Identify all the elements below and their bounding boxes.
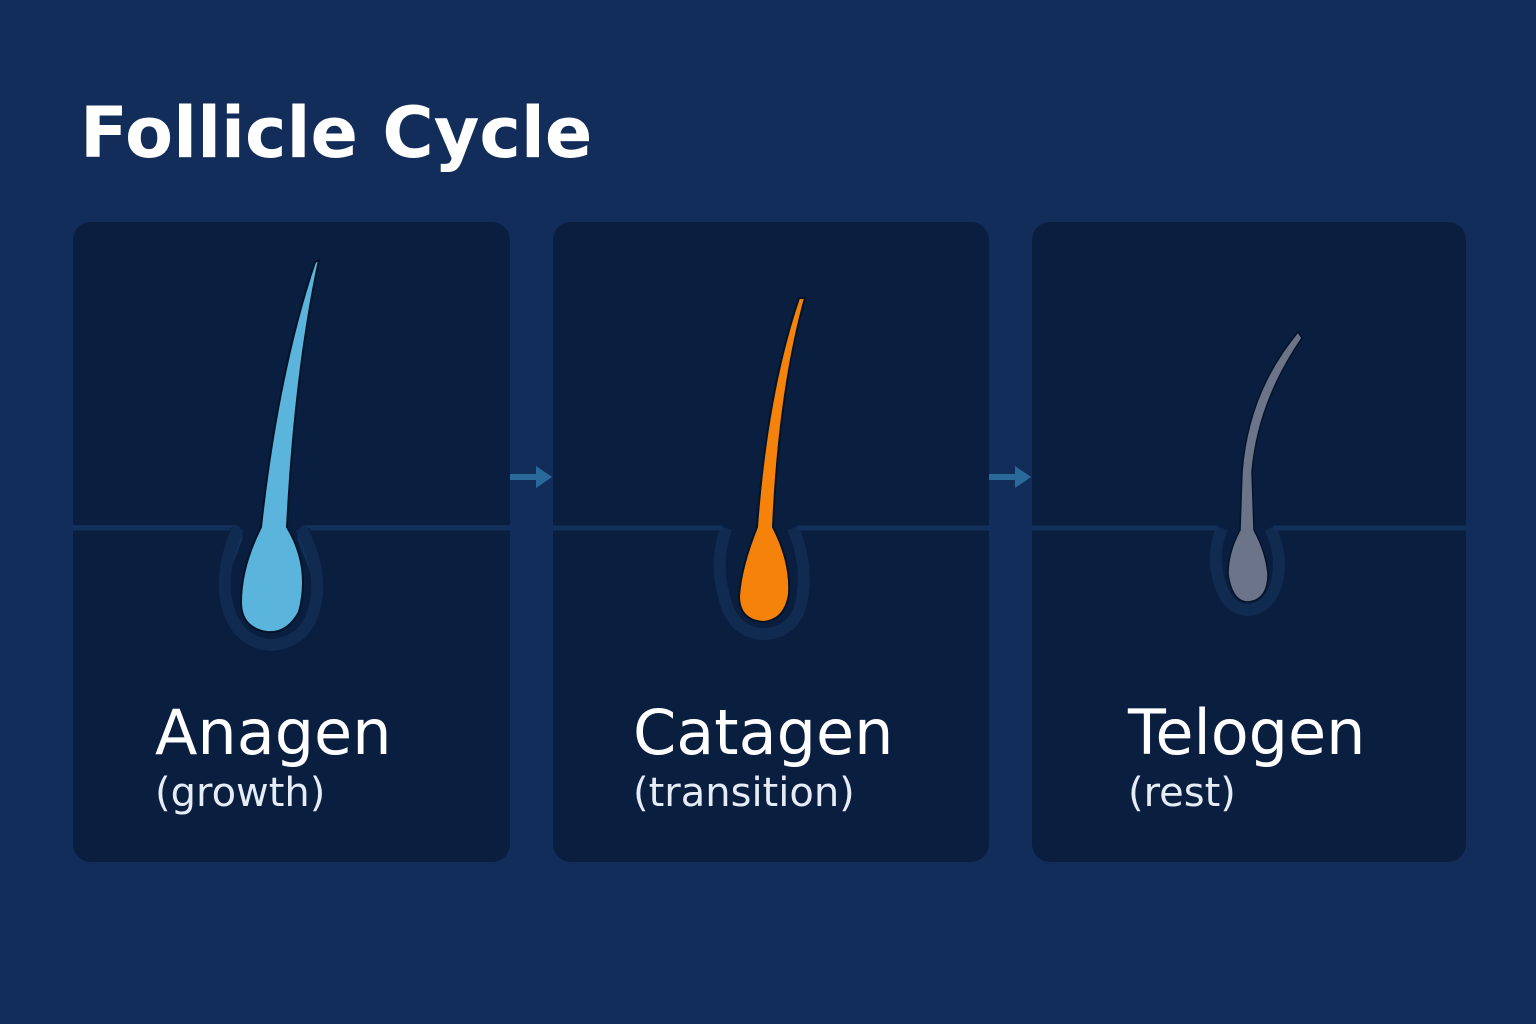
anagen-hair-illustration [73,258,510,862]
telogen-hair-illustration [1032,330,1466,617]
arrow-right-icon [510,466,552,488]
stage-description: (growth) [155,770,326,816]
stage-card-telogen: Telogen (rest) [1032,222,1466,862]
stage-card-anagen: Anagen (growth) [73,222,510,862]
stage-name: Telogen [1128,696,1366,769]
stage-description: (rest) [1128,770,1236,816]
stage-name: Catagen [633,696,894,769]
arrow-right-icon [989,466,1031,488]
stage-card-catagen: Catagen (transition) [553,222,989,862]
stage-name: Anagen [155,696,392,769]
catagen-hair-illustration [553,297,989,641]
stage-description: (transition) [633,770,855,816]
page-title: Follicle Cycle [80,92,593,174]
